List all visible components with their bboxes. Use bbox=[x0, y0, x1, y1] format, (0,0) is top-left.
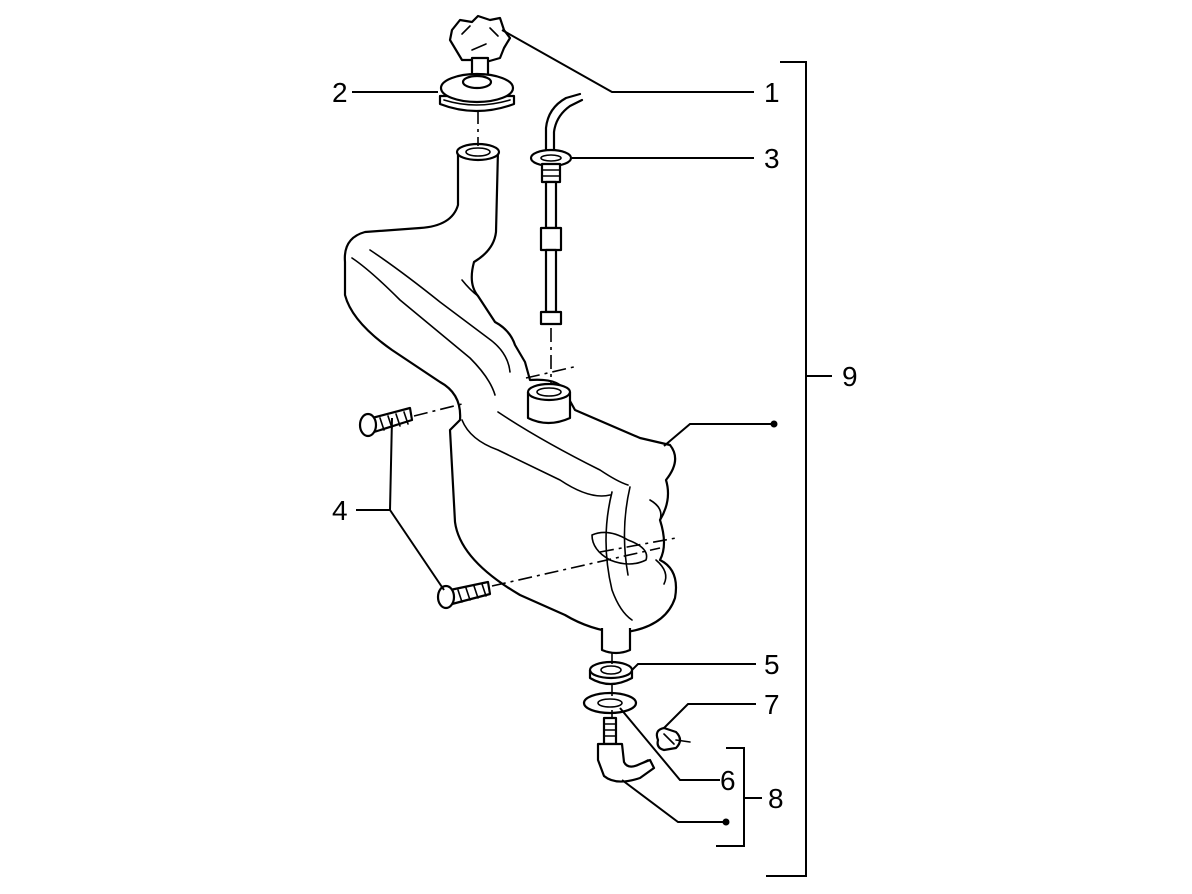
mounting-bolt-upper bbox=[358, 406, 414, 438]
hose-clip bbox=[655, 726, 691, 752]
callout-4: 4 bbox=[332, 495, 348, 526]
outlet-nut bbox=[588, 660, 634, 686]
bracket-group-8 bbox=[716, 747, 762, 847]
callout-7: 7 bbox=[764, 689, 780, 720]
callout-1: 1 bbox=[764, 77, 780, 108]
leader-lines bbox=[352, 29, 774, 823]
callout-2: 2 bbox=[332, 77, 348, 108]
filler-gasket bbox=[438, 72, 516, 113]
assembly-axes bbox=[413, 110, 677, 718]
callout-8: 8 bbox=[768, 783, 784, 814]
bracket-group-9 bbox=[766, 61, 832, 877]
level-sender bbox=[529, 92, 584, 326]
callout-5: 5 bbox=[764, 649, 780, 680]
callout-9: 9 bbox=[842, 361, 858, 392]
callout-6: 6 bbox=[720, 765, 736, 796]
tank-reference-dot bbox=[770, 420, 778, 428]
outlet-washer bbox=[582, 691, 638, 715]
filler-cap bbox=[448, 14, 512, 80]
callout-3: 3 bbox=[764, 143, 780, 174]
mounting-bolt-lower bbox=[436, 580, 492, 610]
outlet-elbow-fitting bbox=[596, 716, 656, 783]
fitting-reference-dot bbox=[722, 818, 730, 826]
oil-tank-body bbox=[343, 142, 678, 655]
